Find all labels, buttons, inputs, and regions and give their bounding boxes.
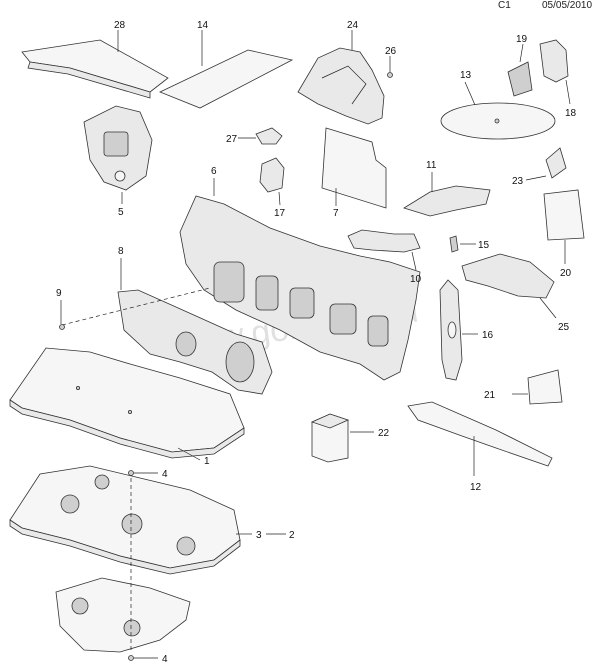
part-1-undertray bbox=[9, 347, 245, 461]
callout-15: 15 bbox=[478, 240, 490, 251]
part-2-shield bbox=[55, 478, 191, 653]
callout-23: 23 bbox=[512, 176, 524, 187]
callout-17: 17 bbox=[274, 208, 286, 219]
part-9-screw bbox=[59, 300, 65, 330]
part-18-pad bbox=[539, 39, 571, 105]
part-24-insulator bbox=[297, 30, 385, 125]
part-22-block bbox=[310, 413, 374, 463]
callout-24: 24 bbox=[347, 20, 359, 31]
part-26-clip bbox=[387, 56, 393, 78]
callout-22: 22 bbox=[378, 428, 390, 439]
part-21-pad bbox=[512, 369, 563, 405]
callout-27: 27 bbox=[226, 134, 238, 145]
callout-14: 14 bbox=[197, 20, 209, 31]
callout-3: 3 bbox=[256, 530, 262, 541]
part-11-strip bbox=[403, 172, 491, 217]
callout-4-upper: 4 bbox=[162, 469, 168, 480]
callout-12: 12 bbox=[470, 482, 482, 493]
callout-9: 9 bbox=[56, 288, 62, 299]
part-14-panel bbox=[159, 30, 294, 109]
part-7-sheet bbox=[321, 127, 387, 209]
part-25-cover bbox=[461, 253, 557, 319]
callout-19: 19 bbox=[516, 34, 528, 45]
part-28-panel bbox=[21, 30, 169, 99]
part-10-bracket bbox=[347, 229, 421, 271]
part-6-bulkhead bbox=[179, 178, 421, 381]
callout-4-lower: 4 bbox=[162, 654, 168, 665]
part-3-undertray bbox=[9, 465, 286, 575]
part-15-clip bbox=[449, 235, 476, 253]
part-16-strip bbox=[439, 279, 478, 381]
part-8-panel bbox=[61, 258, 273, 395]
diagram-date: 05/05/2010 bbox=[542, 0, 593, 11]
callout-2: 2 bbox=[289, 530, 295, 541]
part-12-strip bbox=[407, 401, 553, 476]
callout-16: 16 bbox=[482, 330, 494, 341]
callout-18: 18 bbox=[565, 108, 577, 119]
callout-28: 28 bbox=[114, 20, 126, 31]
callout-7: 7 bbox=[333, 208, 339, 219]
part-19-pad bbox=[507, 43, 533, 97]
callout-6: 6 bbox=[211, 166, 217, 177]
callout-26: 26 bbox=[385, 46, 397, 57]
callout-25: 25 bbox=[558, 322, 570, 333]
part-23-pad bbox=[525, 147, 567, 181]
callout-5: 5 bbox=[118, 207, 124, 218]
part-17-block bbox=[259, 157, 285, 206]
part-27-clip bbox=[238, 127, 283, 145]
part-5-block bbox=[83, 105, 153, 204]
callout-11: 11 bbox=[426, 160, 437, 171]
part-20-pad bbox=[543, 189, 585, 264]
part-4-screw-upper bbox=[128, 470, 158, 476]
callout-8: 8 bbox=[118, 246, 124, 257]
callout-1: 1 bbox=[204, 456, 210, 467]
callout-21: 21 bbox=[484, 390, 496, 401]
part-4-screw-lower bbox=[128, 655, 158, 661]
callout-13: 13 bbox=[460, 70, 472, 81]
callout-20: 20 bbox=[560, 268, 572, 279]
callout-10: 10 bbox=[410, 274, 422, 285]
part-13-disc bbox=[440, 81, 556, 140]
section-code: C1 bbox=[498, 0, 511, 11]
